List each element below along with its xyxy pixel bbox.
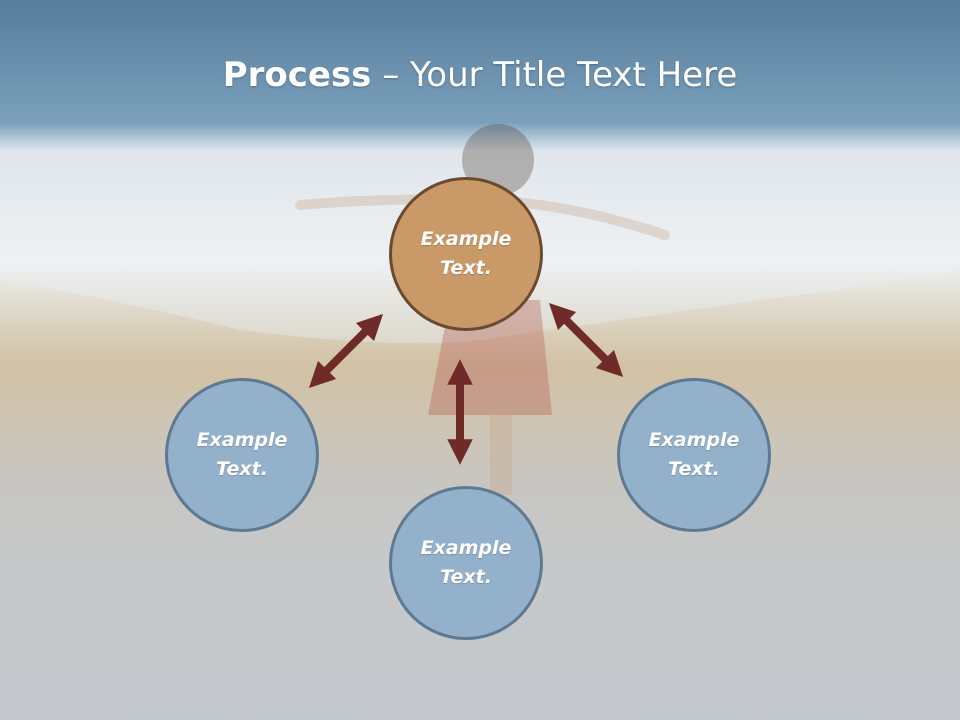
page-title: Process – Your Title Text Here [0, 52, 960, 98]
title-rest: – Your Title Text Here [371, 55, 738, 95]
arrow-center-right [548, 302, 624, 378]
title-bold: Process [222, 55, 372, 95]
arrow-center-left [308, 313, 384, 389]
